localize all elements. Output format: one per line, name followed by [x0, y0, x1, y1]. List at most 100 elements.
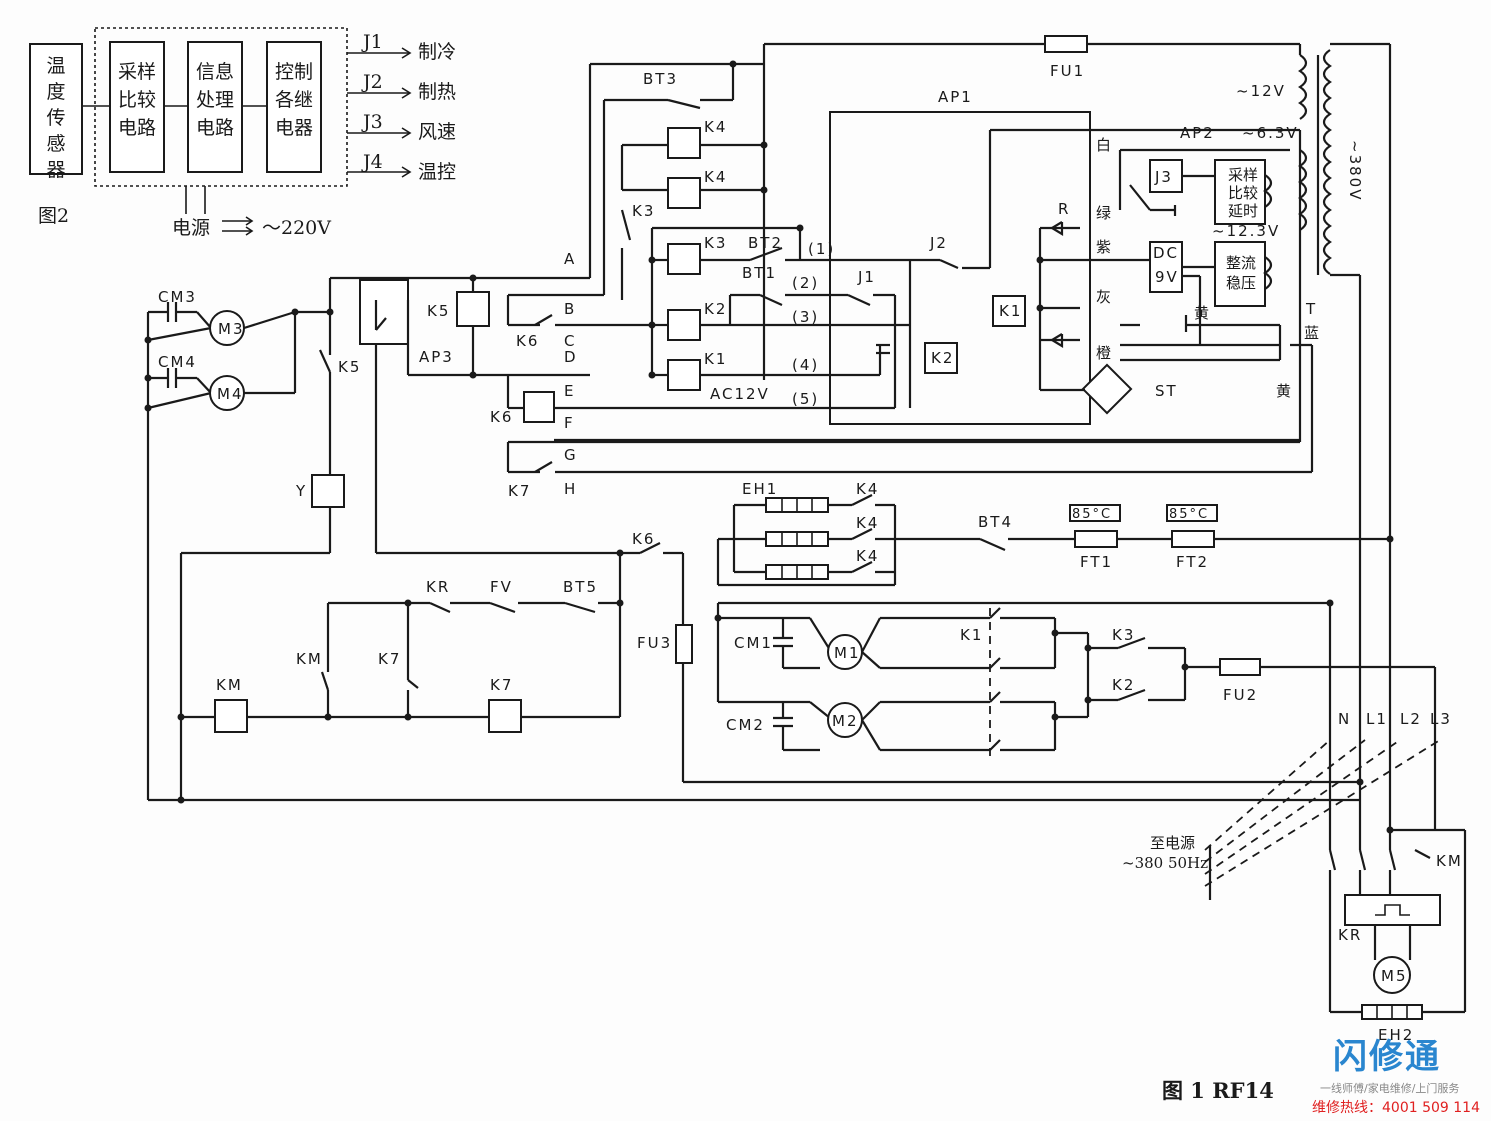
- temp-sensor-label-char: 度: [46, 81, 65, 103]
- wire-number: (3): [792, 308, 819, 326]
- temp-sensor-label-char: 器: [46, 159, 65, 181]
- label-380v: ~380V: [1346, 140, 1364, 201]
- label-r: R: [1058, 200, 1070, 218]
- label-k6b: K6: [490, 408, 513, 426]
- supply-voltage: ~380 50Hz: [1122, 854, 1208, 872]
- k6-coil: [523, 391, 555, 423]
- valve-y-coil: [311, 474, 345, 508]
- label-k5b: K5: [338, 358, 361, 376]
- fig2-block-1-line-1: 比较: [118, 89, 156, 111]
- terminal-d: D: [564, 348, 578, 366]
- fig2-output-code: J3: [361, 111, 383, 133]
- info-process-block: [187, 41, 243, 173]
- label-m1: M1: [834, 644, 861, 662]
- fig2-block-2-line-1: 处理: [196, 89, 234, 111]
- label-k7b: K7: [378, 650, 401, 668]
- label-t: T: [1305, 300, 1317, 318]
- k1-coil: [667, 359, 701, 391]
- wire-color-yellow1: 黄: [1194, 304, 1209, 322]
- temp-sensor-label-char: 传: [46, 107, 65, 129]
- relay-control-block: [266, 41, 322, 173]
- fig2-output-code: J1: [361, 31, 383, 53]
- k4-coil-b: [667, 177, 701, 209]
- ap2-rect-line: 稳压: [1226, 274, 1256, 292]
- j3-relay-box: [1149, 159, 1183, 193]
- label-k3sw: K3: [1112, 626, 1135, 644]
- temp-85-a: [1069, 504, 1121, 522]
- k5-coil: [456, 291, 490, 327]
- label-eh2: EH2: [1378, 1026, 1414, 1044]
- wire-color-grey: 灰: [1096, 288, 1111, 306]
- wire-color-orange: 橙: [1096, 344, 1111, 362]
- label-fv: FV: [490, 578, 513, 596]
- temp-sensor-block: [29, 43, 83, 175]
- wire-color-white: 白: [1096, 136, 1111, 154]
- label-kr: KR: [426, 578, 450, 596]
- fig2-block-3-line-2: 电器: [275, 117, 313, 139]
- ap3-relay-box: [359, 279, 409, 345]
- rectifier-block: [1214, 241, 1266, 307]
- k1-relay-box: [992, 295, 1026, 327]
- label-k4e: K4: [856, 547, 879, 565]
- terminal-g: G: [564, 446, 578, 464]
- kr-thermal-relay: [1344, 894, 1441, 926]
- ap2-sample-line: 采样: [1228, 166, 1258, 184]
- fig2-caption: 图2: [38, 205, 69, 227]
- label-m2: M2: [832, 712, 859, 730]
- fig2-block-diagram: [29, 27, 412, 236]
- watermark-hotline: 维修热线：4001 509 114: [1312, 1100, 1480, 1116]
- label-fu1: FU1: [1050, 62, 1085, 80]
- fuse-fu3: [675, 624, 693, 664]
- temp-85-b: [1166, 504, 1218, 522]
- km-coil: [214, 699, 248, 733]
- fuse-ft1: [1074, 530, 1118, 548]
- label-ft2: FT2: [1176, 553, 1209, 571]
- label-j3: J3: [1154, 168, 1173, 186]
- power-label: 电源: [172, 217, 210, 239]
- terminal-f: F: [564, 414, 575, 432]
- wire-number: (4): [792, 356, 819, 374]
- transformer-section: [1044, 35, 1392, 830]
- label-v125: ~12.3V: [1212, 222, 1280, 240]
- label-ap2: AP2: [1180, 124, 1215, 142]
- fig2-output-code: J2: [361, 71, 383, 93]
- fig2-block-3-line-0: 控制: [275, 61, 313, 83]
- label-eh1: EH1: [742, 480, 778, 498]
- label-k5: K5: [427, 302, 450, 320]
- ap3-terminal-section: [359, 42, 1312, 555]
- control-ladder: [148, 542, 1360, 804]
- fuse-ft2: [1171, 530, 1215, 548]
- label-km: KM: [296, 650, 323, 668]
- terminal-a: A: [564, 250, 576, 268]
- label-y: Y: [295, 482, 307, 500]
- label-k1box: K1: [999, 302, 1022, 320]
- wire-number: (5): [792, 390, 819, 408]
- heater-section: [716, 494, 1394, 587]
- label-st: ST: [1155, 382, 1178, 400]
- k2-relay-box: [924, 342, 958, 374]
- fig1-caption: 图 1 RF14: [1162, 1078, 1274, 1103]
- watermark-sub: 一线师傅/家电维修/上门服务: [1320, 1081, 1459, 1095]
- label-l2: L2: [1400, 710, 1422, 728]
- label-m5: M5: [1381, 967, 1408, 985]
- k3-coil: [667, 243, 701, 275]
- wire-color-yellow2: 黄: [1276, 382, 1291, 400]
- fig2-output-label: 风速: [418, 121, 456, 143]
- label-ap3: AP3: [419, 348, 454, 366]
- label-l3: L3: [1430, 710, 1452, 728]
- motor-m5: [1373, 956, 1411, 994]
- label-cm4: CM4: [158, 353, 197, 371]
- wire-number: (2): [792, 274, 819, 292]
- ap1-board: [829, 111, 1314, 472]
- ap1-outline: [829, 111, 1091, 425]
- fuse-fu1: [1044, 35, 1088, 53]
- terminal-h: H: [564, 480, 577, 498]
- fig2-output-label: 制热: [418, 81, 456, 103]
- controller-dashed-box: [94, 27, 348, 187]
- label-j2: J2: [929, 234, 948, 252]
- compressor-motors: [714, 599, 1437, 830]
- label-bt5: BT5: [563, 578, 598, 596]
